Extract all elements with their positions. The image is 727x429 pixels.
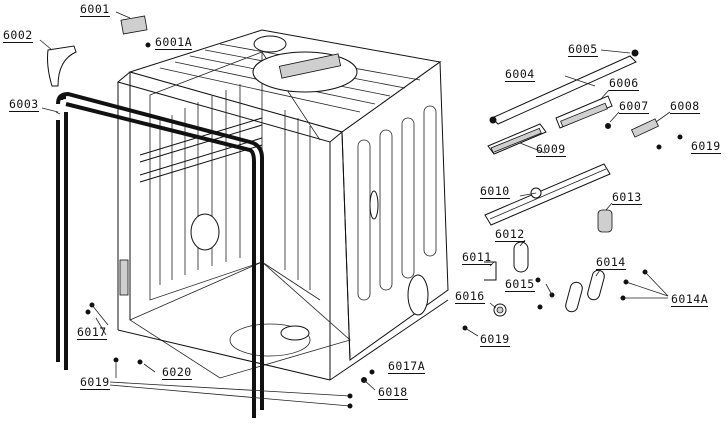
label-6019-left: 6019 (80, 375, 110, 390)
label-6016: 6016 (455, 289, 485, 304)
label-6014: 6014 (596, 255, 626, 270)
part-6008 (630, 118, 660, 138)
label-6014a: 6014A (671, 292, 709, 307)
latch-6001 (120, 15, 148, 35)
label-6007: 6007 (619, 99, 649, 114)
label-6019-right: 6019 (691, 139, 721, 154)
door-gasket-6003 (56, 91, 264, 418)
label-6015: 6015 (505, 277, 535, 292)
label-6002: 6002 (3, 28, 33, 43)
label-6020: 6020 (162, 365, 192, 380)
part-6014a (565, 281, 583, 313)
part-6014b (587, 269, 605, 301)
label-6018: 6018 (378, 385, 408, 400)
label-6008: 6008 (670, 99, 700, 114)
label-6006: 6006 (609, 76, 639, 91)
label-6001: 6001 (80, 2, 110, 17)
part-6011 (484, 261, 497, 281)
label-6011: 6011 (462, 250, 492, 265)
label-6010: 6010 (480, 184, 510, 199)
label-6013: 6013 (612, 190, 642, 205)
label-6003: 6003 (9, 97, 39, 112)
bracket-6002 (47, 45, 77, 87)
label-6009: 6009 (536, 142, 566, 157)
label-6017a: 6017A (388, 359, 426, 374)
label-6019-middle: 6019 (480, 332, 510, 347)
label-6012: 6012 (495, 227, 525, 242)
label-6017: 6017 (77, 325, 107, 340)
label-6005: 6005 (568, 42, 598, 57)
part-6013 (597, 209, 613, 233)
rail-6004 (491, 55, 637, 125)
part-6012 (513, 241, 529, 273)
label-6001a: 6001A (155, 35, 193, 50)
tub-body (116, 29, 449, 381)
label-6004: 6004 (505, 67, 535, 82)
